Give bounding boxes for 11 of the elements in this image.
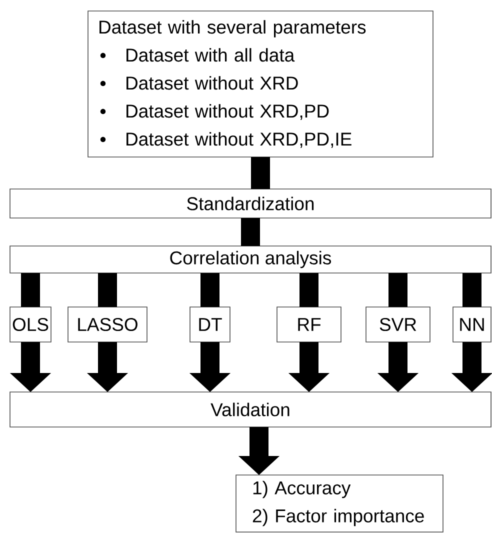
dataset-box: Dataset with several parameters Dataset with all data Dataset without XRD Dataset without XRD,PD Dataset without XRD,PD,IE bbox=[88, 10, 434, 158]
method-box: OLS bbox=[10, 306, 52, 342]
method-box: SVR bbox=[366, 306, 430, 342]
method-box: NN bbox=[452, 306, 492, 342]
result-box: 1) Accuracy 2) Factor importance bbox=[236, 474, 444, 532]
method-box: RF bbox=[276, 306, 342, 342]
process-box: Standardization bbox=[10, 188, 492, 218]
process-box: Validation bbox=[10, 392, 492, 428]
method-box: LASSO bbox=[68, 306, 148, 342]
process-box: Correlation analysis bbox=[10, 246, 492, 274]
method-box: DT bbox=[190, 306, 230, 342]
